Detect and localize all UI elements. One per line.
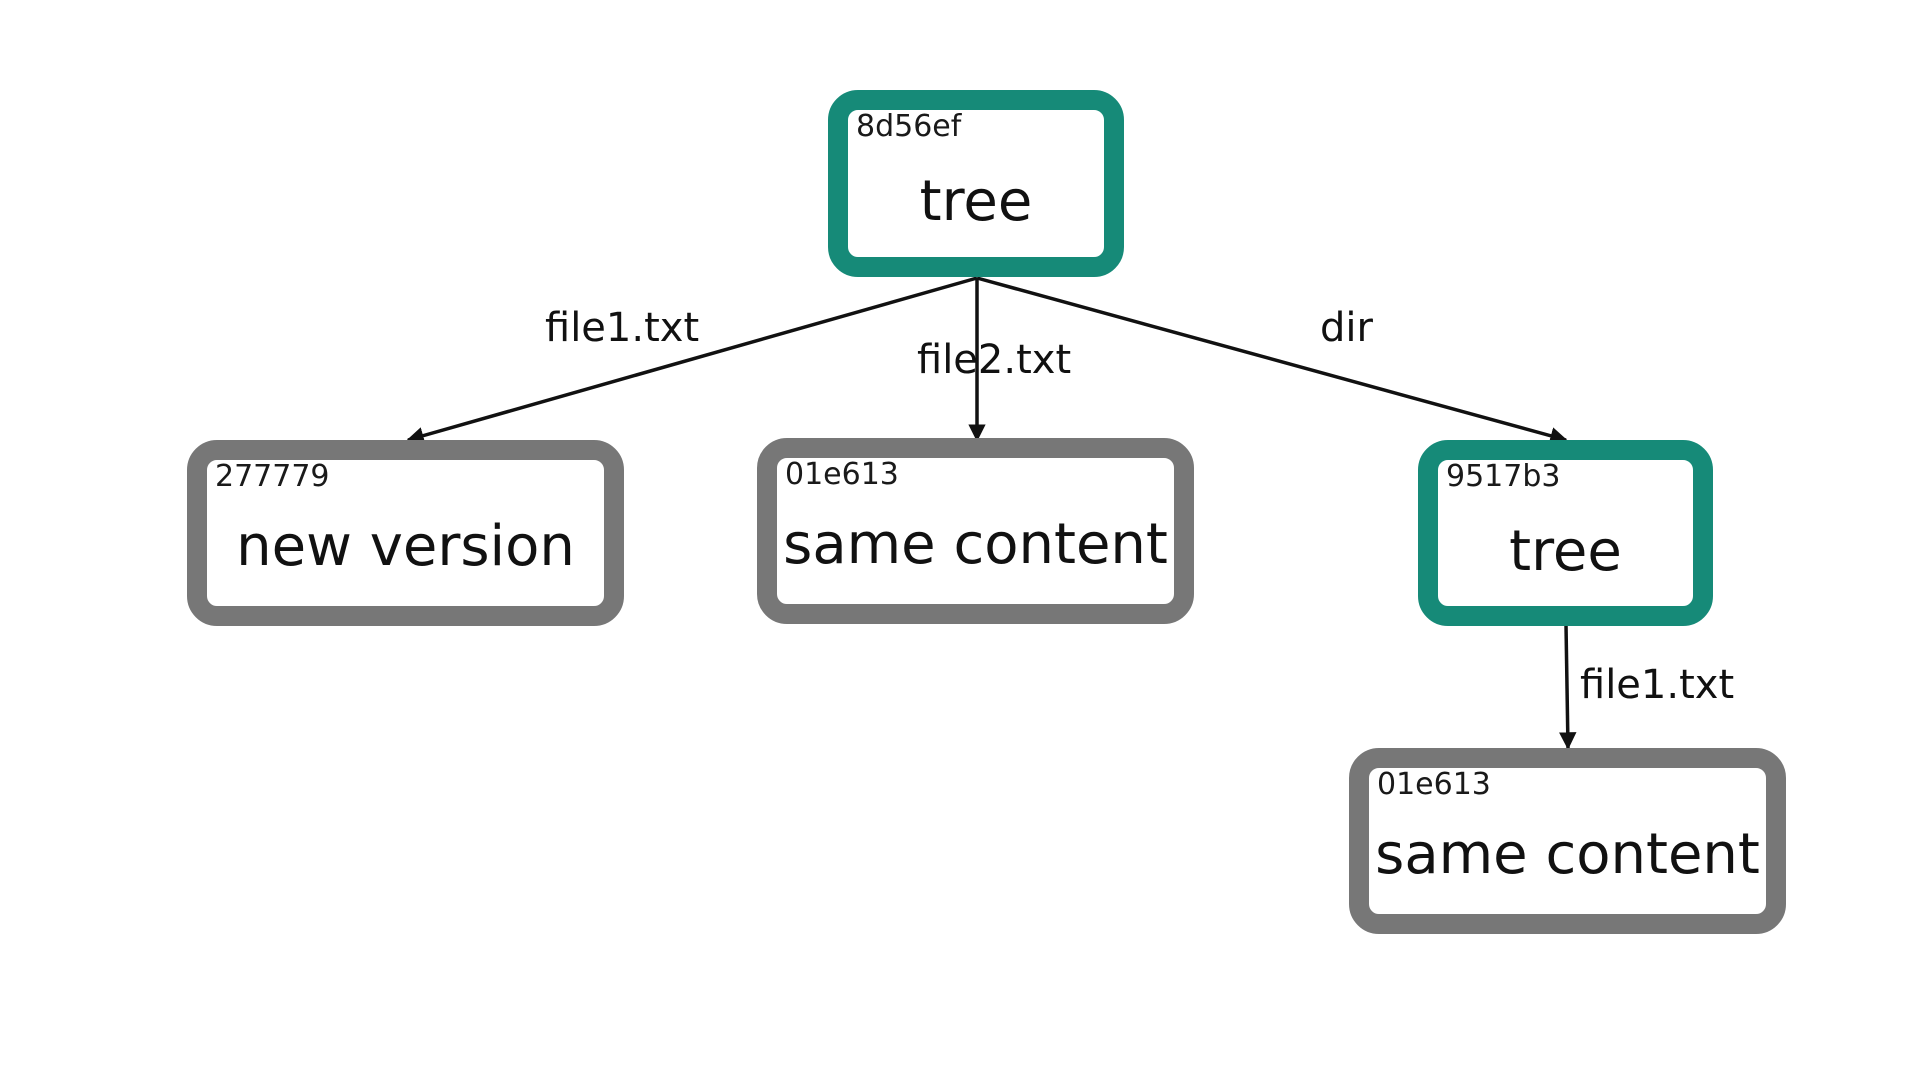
edge-root-file1 bbox=[406, 276, 978, 445]
edge-label-root-dir: dir bbox=[1320, 305, 1373, 351]
node-dir-file1-blob[interactable]: 01e613 same content bbox=[1349, 748, 1786, 934]
node-dir-tree[interactable]: 9517b3 tree bbox=[1418, 440, 1713, 626]
node-label: same content bbox=[783, 512, 1168, 577]
node-hash: 9517b3 bbox=[1446, 459, 1561, 494]
edge-dir-file1 bbox=[1558, 624, 1577, 750]
node-label: new version bbox=[236, 514, 575, 579]
edge-root-dir bbox=[976, 276, 1568, 445]
node-file2-blob[interactable]: 01e613 same content bbox=[757, 438, 1194, 624]
node-label: tree bbox=[1509, 519, 1622, 584]
node-hash: 277779 bbox=[215, 459, 330, 494]
edge-label-dir-file1: file1.txt bbox=[1580, 662, 1735, 708]
node-hash: 01e613 bbox=[1377, 767, 1491, 802]
node-hash: 8d56ef bbox=[856, 109, 962, 144]
node-root-tree[interactable]: 8d56ef tree bbox=[828, 90, 1124, 277]
node-label: tree bbox=[919, 169, 1033, 234]
node-file1-blob[interactable]: 277779 new version bbox=[187, 440, 624, 626]
node-hash: 01e613 bbox=[785, 457, 899, 492]
edge-label-root-file2: file2.txt bbox=[917, 337, 1072, 383]
node-label: same content bbox=[1375, 822, 1760, 887]
edge-label-root-file1: file1.txt bbox=[545, 305, 700, 351]
